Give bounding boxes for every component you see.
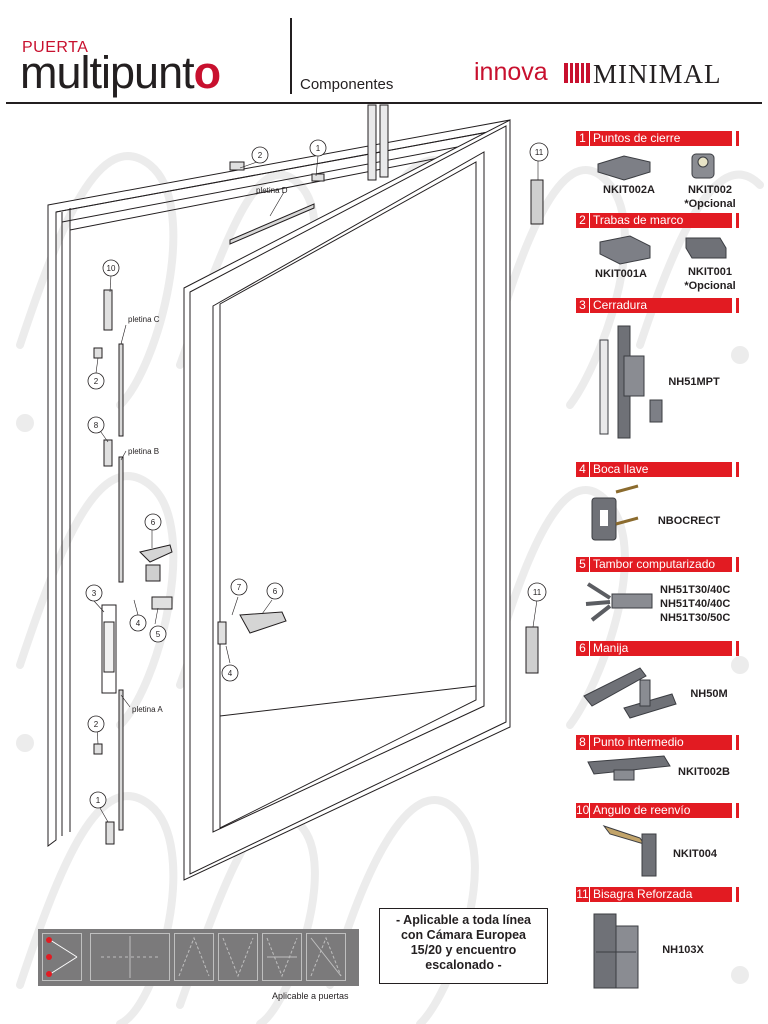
part-image-cylinder	[585, 582, 653, 622]
svg-text:2: 2	[94, 720, 99, 729]
callout-10	[102, 259, 120, 277]
callout-2-top	[251, 146, 269, 164]
brand-prefix: PUERTA	[22, 39, 89, 56]
callout-2-low	[87, 715, 105, 733]
part-image-frame-strikes	[599, 235, 727, 265]
callout-4-left	[129, 614, 147, 632]
svg-text:7: 7	[237, 583, 242, 592]
callout-8	[87, 416, 105, 434]
frame-mullion	[367, 104, 377, 181]
part-code-nbocrect: NBOCRECT	[657, 515, 721, 527]
part-code-nkit004: NKIT004	[672, 848, 718, 860]
part-code-nh51t30-40c: NH51T30/40C	[660, 584, 731, 596]
applicability-note: - Aplicable a toda línea con Cámara Euro…	[379, 908, 548, 984]
door-types-strip	[38, 929, 359, 986]
callout-3	[85, 584, 103, 602]
callout-1-top	[309, 139, 327, 157]
part-code-nkit002a: NKIT002A	[603, 184, 655, 196]
part-code-nkit001a: NKIT001A	[595, 268, 647, 280]
part-code-nh103x: NH103X	[662, 944, 704, 956]
part-image-reinforced-hinge	[593, 913, 639, 989]
part-code-nh50m: NH50M	[690, 688, 728, 700]
pletina-b-label: pletina B	[128, 447, 159, 456]
partner-logo-bars	[564, 63, 590, 83]
svg-text:3: 3	[92, 589, 97, 598]
callout-11-top	[529, 142, 549, 162]
handle-part	[139, 544, 173, 563]
callout-6-door	[266, 582, 284, 600]
header-divider	[290, 18, 292, 94]
part-code-nkit001: NKIT001	[687, 266, 733, 278]
pletina-d-strip	[229, 203, 315, 245]
pletina-a-strip	[118, 689, 124, 831]
callout-4-door	[221, 664, 239, 682]
part-image-angle-transmission	[602, 825, 657, 877]
optional-note-2: *Opcional	[684, 280, 736, 292]
door-type-thumb	[90, 933, 170, 981]
pletina-d-label: pletina D	[256, 186, 288, 195]
optional-note-1: *Opcional	[684, 198, 736, 210]
pletina-a-label: pletina A	[132, 705, 163, 714]
part-image-closing-points	[597, 153, 715, 181]
pletina-b-strip	[118, 456, 124, 583]
svg-text:4: 4	[228, 669, 233, 678]
svg-text:1: 1	[96, 796, 101, 805]
door-type-thumb	[306, 933, 346, 981]
svg-text:6: 6	[151, 518, 156, 527]
callout-2-mid	[87, 372, 105, 390]
svg-text:11: 11	[533, 588, 542, 597]
page-subtitle: Componentes	[300, 76, 394, 93]
door-type-thumb	[174, 933, 214, 981]
hinge-top	[530, 179, 544, 225]
hinge-bottom	[525, 626, 539, 674]
door-type-thumb	[42, 933, 82, 981]
pletina-c-strip	[118, 343, 124, 437]
svg-text:10: 10	[107, 264, 116, 273]
door-type-thumb	[218, 933, 258, 981]
svg-text:4: 4	[136, 619, 141, 628]
part-code-nkit002: NKIT002	[687, 184, 733, 196]
svg-text:2: 2	[94, 377, 99, 386]
svg-text:8: 8	[94, 421, 99, 430]
svg-text:5: 5	[156, 630, 161, 639]
callout-1-low	[89, 791, 107, 809]
part-code-nh51t40-40c: NH51T40/40C	[660, 598, 731, 610]
svg-text:2: 2	[258, 151, 263, 160]
part-code-nkit002b: NKIT002B	[678, 766, 730, 778]
callout-7	[230, 578, 248, 596]
svg-text:6: 6	[273, 587, 278, 596]
callout-11-bottom	[527, 582, 547, 602]
header-rule	[6, 102, 762, 104]
svg-text:11: 11	[535, 148, 544, 157]
partner-prefix: innova	[474, 58, 548, 86]
part-code-nh51mpt: NH51MPT	[668, 376, 720, 388]
svg-text:1: 1	[316, 144, 321, 153]
part-image-lock	[599, 325, 663, 439]
door-type-thumb	[262, 933, 302, 981]
part-image-key-escutcheon	[591, 484, 639, 541]
callout-6-left	[144, 513, 162, 531]
callout-5	[149, 625, 167, 643]
part-code-nh51t30-50c: NH51T30/50C	[660, 612, 731, 624]
part-image-intermediate-point	[587, 755, 671, 781]
footer-caption: Aplicable a puertas	[272, 991, 349, 1001]
partner-name: MINIMAL	[593, 59, 722, 89]
pletina-c-label: pletina C	[128, 315, 160, 324]
brand-title: multipunto	[20, 47, 221, 98]
part-image-handle	[583, 667, 677, 719]
